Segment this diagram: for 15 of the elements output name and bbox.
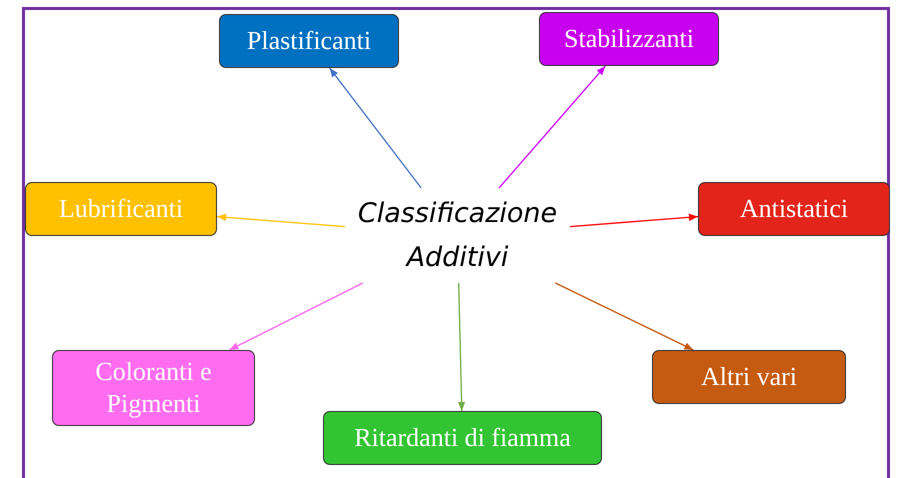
- category-box: Coloranti e Pigmenti: [52, 350, 255, 426]
- arrow: [498, 66, 606, 188]
- arrow: [229, 282, 364, 351]
- arrow: [555, 282, 694, 351]
- category-box: Plastificanti: [219, 14, 399, 68]
- category-box: Stabilizzanti: [539, 12, 719, 66]
- category-box: Ritardanti di fiamma: [323, 411, 602, 465]
- arrow: [329, 68, 422, 188]
- arrow: [570, 214, 698, 228]
- category-box: Lubrificanti: [25, 182, 217, 236]
- arrow: [216, 214, 346, 228]
- category-box: Altri vari: [652, 350, 846, 404]
- central-topic-text: Classificazione Additivi: [345, 188, 570, 283]
- arrow: [458, 282, 466, 412]
- category-box: Antistatici: [698, 182, 890, 236]
